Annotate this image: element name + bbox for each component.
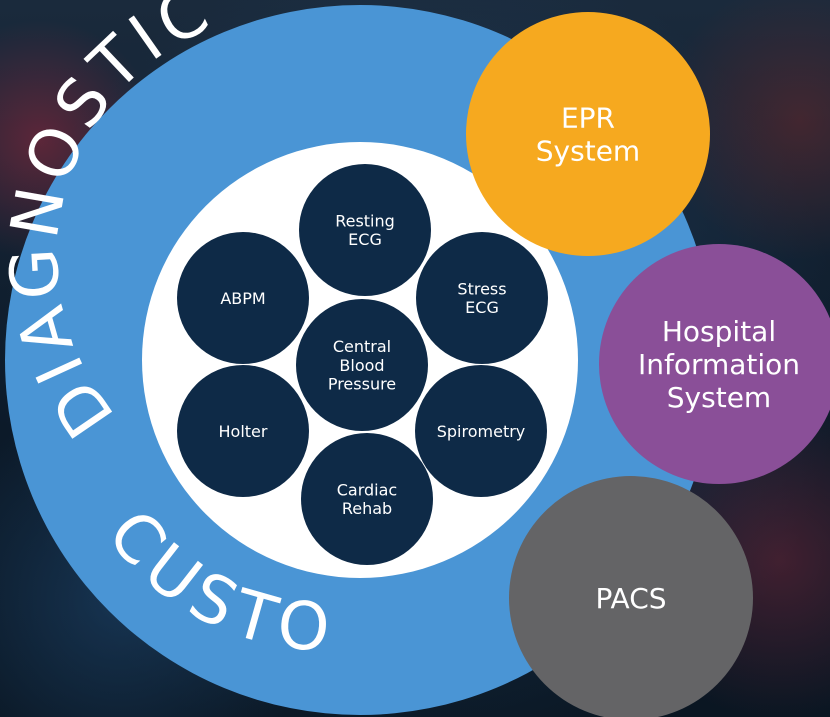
spirometry-circle (415, 365, 547, 497)
epr-system-label-line: EPR (561, 102, 615, 135)
abpm-circle (177, 232, 309, 364)
central-blood-pressure-label-line: Blood (339, 356, 384, 375)
central-blood-pressure-label-line: Central (333, 337, 391, 356)
cardiac-rehab-circle (301, 433, 433, 565)
epr-system-label-line: System (536, 135, 640, 168)
abpm-label-line: ABPM (220, 289, 265, 308)
stress-ecg-circle (416, 232, 548, 364)
abpm-node: ABPM (177, 232, 309, 364)
pacs-node: PACS (509, 476, 753, 717)
resting-ecg-label-line: ECG (348, 230, 382, 249)
spirometry-node: Spirometry (415, 365, 547, 497)
cardiac-rehab-label-line: Rehab (342, 499, 392, 518)
pacs-circle (509, 476, 753, 717)
stress-ecg-label-line: Stress (457, 279, 506, 298)
pacs-label-line: PACS (595, 582, 666, 615)
epr-system-circle (466, 12, 710, 256)
hospital-information-system-label-line: System (667, 381, 771, 414)
central-blood-pressure-circle (296, 299, 428, 431)
stress-ecg-label-line: ECG (465, 298, 499, 317)
module-group: RestingECGStressECGSpirometryCardiacReha… (177, 164, 548, 565)
central-blood-pressure-label-line: Pressure (328, 375, 396, 394)
holter-node: Holter (177, 365, 309, 497)
hospital-information-system-circle (599, 244, 830, 484)
resting-ecg-circle (299, 164, 431, 296)
hospital-information-system-label-line: Hospital (662, 315, 776, 348)
spirometry-label-line: Spirometry (437, 422, 526, 441)
hospital-information-system-label-line: Information (638, 348, 800, 381)
holter-circle (177, 365, 309, 497)
resting-ecg-label-line: Resting (335, 211, 395, 230)
cardiac-rehab-label-line: Cardiac (337, 480, 397, 499)
holter-label-line: Holter (219, 422, 268, 441)
